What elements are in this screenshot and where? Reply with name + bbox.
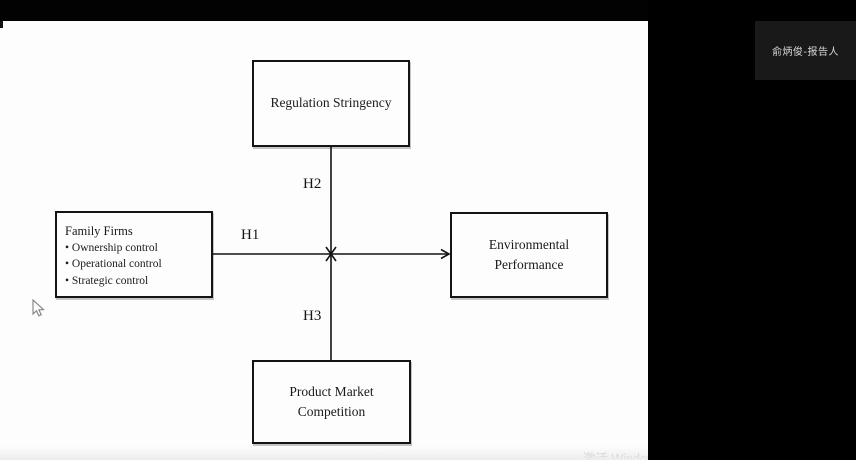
box-competition-label: Product Market Competition (289, 383, 374, 419)
hypothesis-label-h2: H2 (303, 176, 322, 192)
box-product-market-competition: Product Market Competition (252, 360, 411, 444)
box-environmental-label: Environmental Performance (488, 236, 570, 272)
participant-name-label: 俞炳俊-报告人 (771, 47, 840, 58)
slide-bottom-shade (0, 446, 648, 460)
box-family-firms: Family Firms • Ownership control • Opera… (55, 211, 213, 298)
hypothesis-label-h3: H3 (303, 308, 322, 324)
box-regulation-stringency: Regulation Stringency (252, 60, 410, 147)
corner-notch (0, 21, 3, 28)
participant-video-tile[interactable]: 俞炳俊-报告人 (755, 21, 856, 80)
shared-slide: Regulation Stringency Family Firms • Own… (0, 21, 662, 460)
family-firms-bullet-operational: • Operational control (65, 258, 162, 271)
hypothesis-label-h1: H1 (241, 227, 260, 243)
box-environmental-performance: Environmental Performance (450, 212, 608, 298)
family-firms-title: Family Firms (65, 224, 133, 238)
meeting-right-panel: 俞炳俊-报告人 (648, 0, 856, 460)
top-black-bar (0, 0, 856, 21)
diagram-connectors (213, 147, 451, 360)
mouse-cursor-icon (32, 299, 45, 317)
family-firms-bullet-strategic: • Strategic control (65, 274, 149, 287)
family-firms-bullet-ownership: • Ownership control (65, 241, 158, 254)
box-regulation-label: Regulation Stringency (270, 95, 392, 111)
